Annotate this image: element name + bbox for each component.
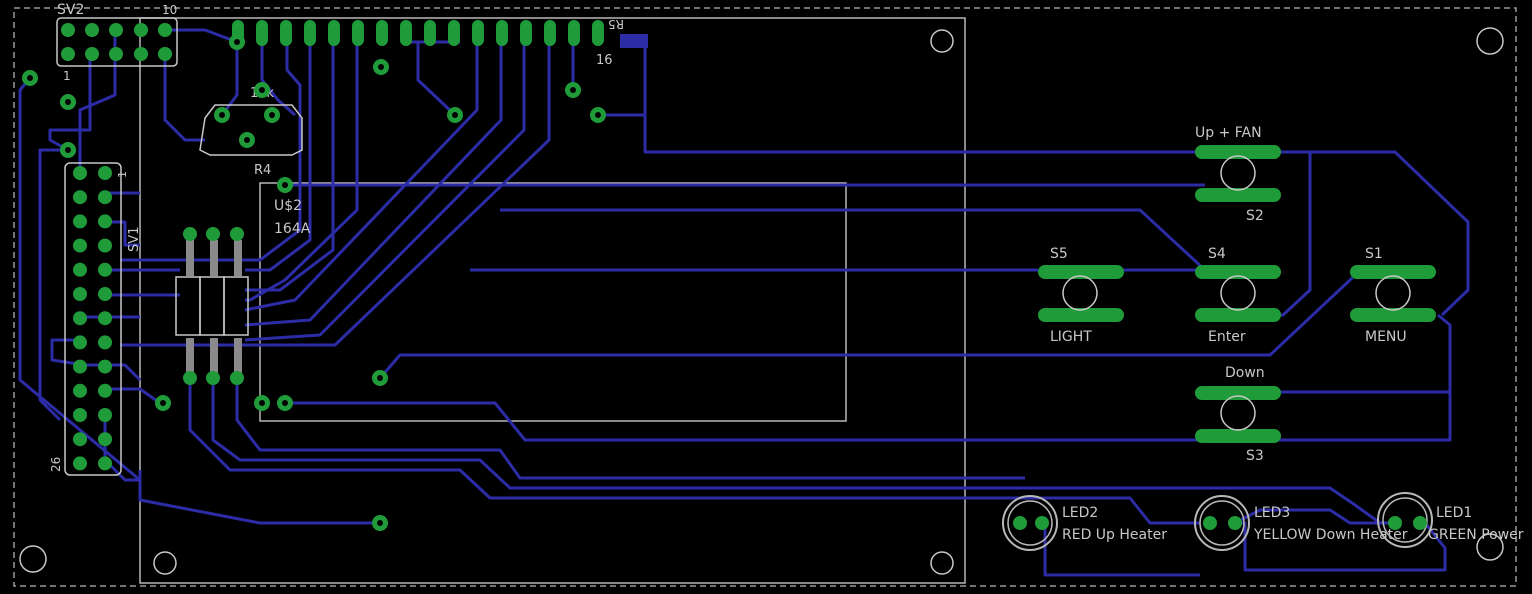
r5-resistor: R5 <box>608 17 648 48</box>
s1-function-label: MENU <box>1365 329 1407 345</box>
board-outline <box>13 7 1517 587</box>
sv1-pin26-label: 26 <box>49 457 63 472</box>
led2: LED2 RED Up Heater <box>1002 495 1167 551</box>
s1-label: S1 <box>1365 246 1383 262</box>
led1-label: LED1 <box>1436 505 1472 521</box>
sv1-header: SV1 1 26 <box>49 162 142 476</box>
sv1-pad <box>98 359 112 374</box>
sv1-pad <box>98 287 112 301</box>
sv1-pad <box>73 383 87 398</box>
button-s4: S4 Enter <box>1195 246 1281 345</box>
lcd-name-label: U$2 <box>274 198 302 214</box>
s2-function-label: Up + FAN <box>1195 125 1262 141</box>
led3-function-label: YELLOW Down Heater <box>1253 527 1408 543</box>
button-s2: Up + FAN S2 <box>1195 125 1281 224</box>
led1: LED1 GREEN Power <box>1377 492 1524 548</box>
led2-label: LED2 <box>1062 505 1098 521</box>
s3-function-label: Down <box>1225 365 1265 381</box>
button-s3: Down S3 <box>1195 365 1281 464</box>
sv1-pad <box>98 311 112 326</box>
sv1-pad <box>98 214 112 229</box>
led3: LED3 YELLOW Down Heater <box>1194 495 1408 551</box>
sv1-pin1-label: 1 <box>116 171 129 178</box>
s5-label: S5 <box>1050 246 1068 262</box>
sv2-pin10-label: 10 <box>162 3 177 17</box>
sv1-pad <box>73 311 87 326</box>
sv1-pad <box>73 359 87 374</box>
sv1-pad <box>98 335 112 350</box>
sv2-label: SV2 <box>57 2 84 18</box>
led3-label: LED3 <box>1254 505 1290 521</box>
sv2-pin1-label: 1 <box>63 69 71 83</box>
led1-function-label: GREEN Power <box>1428 527 1524 543</box>
sv1-pad <box>98 408 112 422</box>
sv1-pad <box>98 190 112 205</box>
s4-function-label: Enter <box>1208 329 1246 345</box>
led2-function-label: RED Up Heater <box>1062 527 1167 543</box>
sv1-pad <box>98 456 112 471</box>
button-s1: S1 MENU <box>1350 246 1436 345</box>
sv1-pad <box>98 238 112 253</box>
sv1-pad <box>98 383 112 398</box>
sv2-header: SV2 10 1 <box>56 2 178 83</box>
sv1-pad <box>73 456 87 471</box>
sv1-pad <box>73 262 87 277</box>
lcd-module-outline <box>139 17 966 584</box>
sv1-pad <box>73 335 87 350</box>
r5-label: R5 <box>608 17 624 31</box>
sv1-pad <box>73 287 87 301</box>
sv1-pad <box>98 166 112 180</box>
sv1-pad <box>73 190 87 205</box>
lcd-connector-pads <box>232 20 604 46</box>
lcd-display-area <box>259 182 847 422</box>
s3-label: S3 <box>1246 448 1264 464</box>
sv1-label: SV1 <box>127 227 142 252</box>
lcd-pin16-label: 16 <box>596 53 613 68</box>
mounting-holes <box>19 27 1504 575</box>
sv1-pad <box>73 214 87 229</box>
sv1-pad <box>73 408 87 422</box>
s4-label: S4 <box>1208 246 1226 262</box>
lcd-part-label: 164A <box>274 221 311 237</box>
s5-function-label: LIGHT <box>1050 329 1092 345</box>
sv1-pad <box>98 432 112 447</box>
transistor-array <box>175 227 249 385</box>
sv1-pad <box>73 238 87 253</box>
r4-label: R4 <box>254 163 271 178</box>
button-s5: S5 LIGHT <box>1038 246 1124 345</box>
sv1-pad <box>73 432 87 447</box>
sv1-pad <box>98 262 112 277</box>
sv1-pad <box>73 166 87 180</box>
s2-label: S2 <box>1246 208 1264 224</box>
